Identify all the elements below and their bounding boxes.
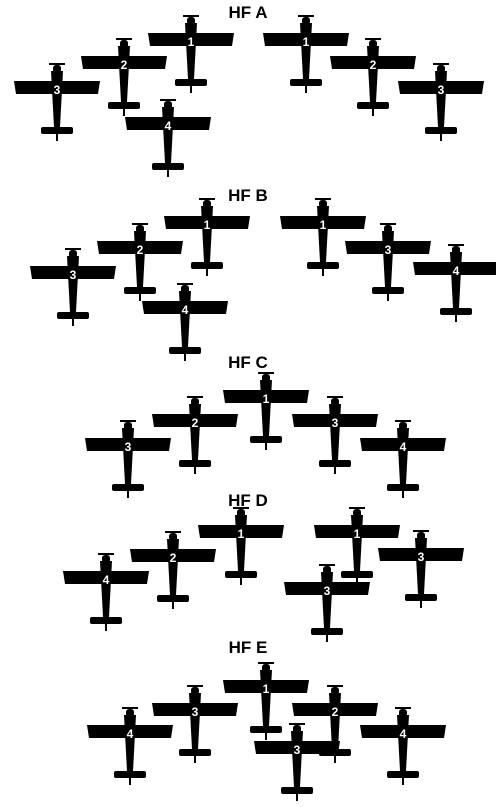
aircraft: 4 [140, 281, 230, 365]
aircraft-silhouette-icon [63, 553, 149, 631]
aircraft-number: 3 [417, 550, 425, 564]
formation-title: HF A [228, 3, 268, 22]
aircraft: 3 [290, 394, 380, 478]
aircraft-silhouette-icon [378, 530, 464, 608]
aircraft-silhouette-icon [87, 707, 173, 785]
aircraft-number: 2 [120, 58, 128, 72]
aircraft: 4 [123, 97, 213, 181]
aircraft: 2 [328, 36, 418, 120]
aircraft-silhouette-icon [398, 63, 484, 141]
aircraft-number: 1 [262, 392, 270, 406]
aircraft-number: 3 [437, 83, 445, 97]
aircraft-number: 3 [384, 243, 392, 257]
aircraft: 3 [150, 683, 240, 767]
aircraft: 1 [261, 13, 351, 97]
aircraft: 2 [150, 394, 240, 478]
aircraft: 1 [146, 13, 236, 97]
aircraft-number: 3 [191, 705, 199, 719]
aircraft-silhouette-icon [125, 99, 211, 177]
aircraft: 1 [162, 196, 252, 280]
aircraft-silhouette-icon [254, 723, 340, 801]
aircraft-number: 3 [69, 268, 77, 282]
formation-title: HF B [228, 186, 268, 205]
aircraft-number: 1 [262, 682, 270, 696]
aircraft: 1 [221, 370, 311, 454]
aircraft-number: 1 [187, 35, 195, 49]
aircraft: 4 [85, 705, 175, 789]
aircraft-number: 4 [399, 727, 407, 741]
formation-title: HF D [228, 491, 268, 510]
aircraft: 3 [343, 221, 433, 305]
aircraft: 3 [396, 61, 486, 145]
aircraft-number: 2 [169, 551, 177, 565]
aircraft: 2 [79, 36, 169, 120]
aircraft: 1 [221, 660, 311, 744]
aircraft-number: 2 [191, 416, 199, 430]
aircraft: 2 [290, 683, 380, 767]
aircraft: 2 [128, 529, 218, 613]
aircraft-number: 4 [126, 727, 134, 741]
aircraft-number: 4 [102, 573, 110, 587]
aircraft: 2 [95, 221, 185, 305]
formation-title: HF C [228, 353, 268, 372]
aircraft-number: 3 [53, 83, 61, 97]
aircraft-number: 3 [124, 440, 132, 454]
aircraft: 4 [411, 242, 496, 326]
aircraft-silhouette-icon [360, 420, 446, 498]
aircraft: 4 [358, 418, 448, 502]
aircraft-number: 2 [369, 58, 377, 72]
aircraft-number: 2 [331, 705, 339, 719]
aircraft: 1 [278, 196, 368, 280]
aircraft: 3 [28, 246, 118, 330]
aircraft-silhouette-icon [30, 248, 116, 326]
aircraft-number: 4 [181, 303, 189, 317]
aircraft-silhouette-icon [360, 707, 446, 785]
aircraft: 3 [282, 562, 372, 646]
aircraft-number: 4 [399, 440, 407, 454]
aircraft-number: 1 [302, 35, 310, 49]
aircraft-silhouette-icon [413, 244, 496, 322]
aircraft-number: 3 [293, 743, 301, 757]
aircraft-silhouette-icon [284, 564, 370, 642]
aircraft-number: 3 [323, 584, 331, 598]
aircraft-number: 4 [452, 264, 460, 278]
aircraft-silhouette-icon [85, 420, 171, 498]
formation-title: HF E [228, 638, 268, 657]
aircraft: 1 [196, 505, 286, 589]
aircraft-silhouette-icon [14, 63, 100, 141]
aircraft: 3 [252, 721, 342, 805]
aircraft: 4 [61, 551, 151, 635]
aircraft-number: 1 [319, 218, 327, 232]
aircraft-number: 1 [353, 527, 361, 541]
aircraft: 3 [376, 528, 466, 612]
aircraft-number: 2 [136, 243, 144, 257]
aircraft-number: 1 [203, 218, 211, 232]
aircraft: 3 [12, 61, 102, 145]
aircraft-number: 1 [237, 527, 245, 541]
aircraft: 1 [312, 505, 402, 589]
aircraft-number: 3 [331, 416, 339, 430]
aircraft: 3 [83, 418, 173, 502]
aircraft: 4 [358, 705, 448, 789]
aircraft-number: 4 [164, 119, 172, 133]
